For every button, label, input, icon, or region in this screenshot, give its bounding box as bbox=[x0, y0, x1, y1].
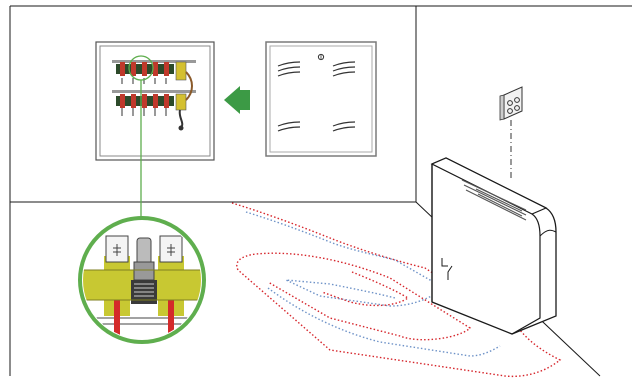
manifold-icon bbox=[112, 60, 196, 131]
floor-loop-icon bbox=[231, 202, 562, 378]
thermostat-icon bbox=[499, 86, 523, 180]
arrow-left-icon bbox=[224, 86, 250, 114]
cabinet-door-icon bbox=[265, 41, 377, 157]
manifold-cabinet bbox=[95, 41, 215, 161]
fan-coil-icon bbox=[430, 157, 557, 335]
magnifier-callout-icon bbox=[78, 216, 206, 344]
